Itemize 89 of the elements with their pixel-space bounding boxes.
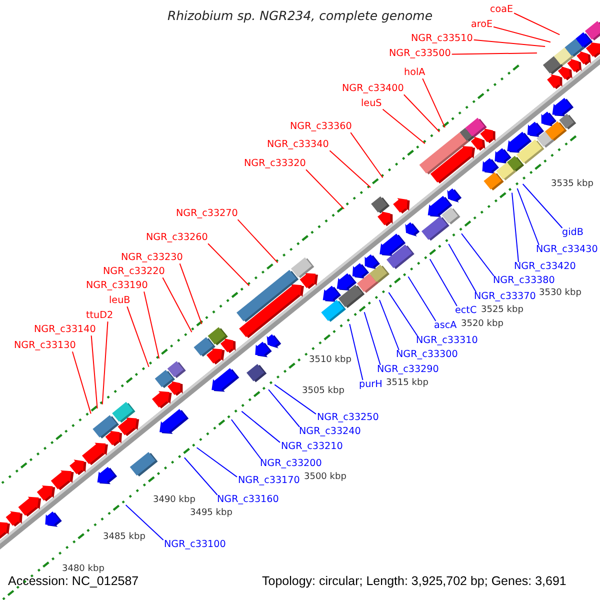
- position-label: 3510 kbp: [309, 356, 352, 365]
- leader-line: [196, 447, 238, 478]
- gene-label: NGR_c33220: [103, 267, 165, 277]
- leader-line: [516, 188, 540, 246]
- gene-label: coaE: [490, 5, 514, 15]
- leader-line: [90, 335, 98, 409]
- leader-line: [408, 276, 436, 322]
- gene-label: aroE: [471, 20, 493, 30]
- leader-line: [364, 312, 381, 366]
- gene-label: NGR_c33170: [238, 476, 300, 486]
- gene-label: NGR_c33200: [260, 459, 322, 469]
- gene-label: NGR_c33190: [86, 281, 148, 291]
- leader-line: [514, 12, 560, 36]
- leader-line: [461, 233, 494, 276]
- gene-label: NGR_c33510: [411, 34, 473, 44]
- gene-label: NGR_c33230: [121, 253, 183, 263]
- position-label: 3500 kbp: [304, 473, 346, 482]
- leader-line: [102, 321, 108, 405]
- gene-label: NGR_c33360: [290, 122, 352, 132]
- position-label: 3490 kbp: [153, 496, 196, 505]
- gene-label: ttuD2: [86, 311, 114, 321]
- leader-line: [241, 410, 280, 443]
- gene-label: NGR_c33500: [389, 49, 451, 59]
- gene-label: NGR_c33300: [396, 350, 458, 360]
- gene-label: NGR_c33370: [474, 292, 536, 302]
- gene-label: NGR_c33250: [317, 413, 379, 423]
- position-label: 3480 kbp: [62, 565, 104, 574]
- gene-label: NGR_c33100: [164, 540, 226, 550]
- leader-line: [268, 389, 300, 428]
- leader-line: [179, 263, 202, 325]
- gene-label: NGR_c33430: [536, 245, 598, 255]
- gene-label: NGR_c33140: [34, 325, 96, 335]
- leader-line: [184, 457, 218, 496]
- leader-line: [237, 219, 278, 264]
- position-label: 3505 kbp: [302, 387, 344, 396]
- leader-line: [473, 39, 546, 47]
- leader-line: [403, 94, 440, 132]
- gene-label: leuS: [361, 99, 382, 109]
- leader-line: [522, 184, 563, 228]
- gene-label: NGR_c33260: [146, 233, 208, 243]
- gene-label: NGR_c33420: [514, 262, 576, 272]
- gene-label: holA: [404, 68, 426, 78]
- leader-line: [162, 277, 192, 333]
- leader-line: [422, 78, 446, 128]
- position-label: 3515 kbp: [386, 379, 428, 388]
- genome-stats-note: Topology: circular; Length: 3,925,702 bp; Genes: 3,691: [262, 574, 566, 587]
- gene-label: NGR_c33320: [244, 159, 306, 169]
- gene-label: NGR_c33310: [416, 336, 478, 346]
- leader-line: [493, 26, 551, 43]
- leader-line: [208, 243, 250, 286]
- gene-label: NGR_c33210: [281, 442, 343, 452]
- gene-label: leuB: [109, 296, 130, 306]
- position-label: 3495 kbp: [190, 509, 232, 518]
- leader-line: [274, 384, 316, 415]
- gene-label: purH: [359, 380, 382, 390]
- gene-label: NGR_c33130: [14, 341, 76, 351]
- position-label: 3535 kbp: [551, 180, 594, 189]
- leader-line: [125, 504, 164, 540]
- leader-line: [329, 150, 372, 188]
- leader-line: [429, 258, 458, 306]
- gene-label: gidB: [562, 228, 584, 238]
- leader-line: [144, 291, 160, 360]
- accession-note: Accession: NC_012587: [8, 574, 139, 587]
- diagram-title: Rhizobium sp. NGR234, complete genome: [166, 10, 434, 22]
- position-label: 3485 kbp: [103, 533, 146, 542]
- gene-label: NGR_c33240: [299, 427, 361, 437]
- leader-line: [388, 292, 418, 336]
- leader-line: [349, 324, 364, 380]
- gene-label: ascA: [434, 321, 457, 331]
- leader-line: [512, 192, 519, 262]
- gene-label: ectC: [455, 306, 477, 316]
- leader-line: [126, 306, 150, 368]
- leader-line: [230, 419, 262, 460]
- gene-label: NGR_c33380: [493, 276, 555, 286]
- gene-label: NGR_c33400: [342, 84, 404, 94]
- leader-line: [382, 108, 426, 144]
- position-label: 3530 kbp: [539, 289, 582, 298]
- gene-label: NGR_c33160: [217, 495, 279, 505]
- leader-line: [72, 351, 92, 414]
- leader-line: [350, 132, 384, 178]
- position-label: 3520 kbp: [461, 320, 504, 329]
- position-label: 3525 kbp: [481, 306, 524, 315]
- leader-line: [448, 243, 476, 292]
- gene-label: NGR_c33340: [267, 140, 329, 150]
- leader-line: [378, 299, 400, 350]
- leader-line: [306, 169, 345, 210]
- gene-label: NGR_c33290: [377, 365, 439, 375]
- leader-line: [451, 52, 538, 55]
- gene-label: NGR_c33270: [176, 209, 238, 219]
